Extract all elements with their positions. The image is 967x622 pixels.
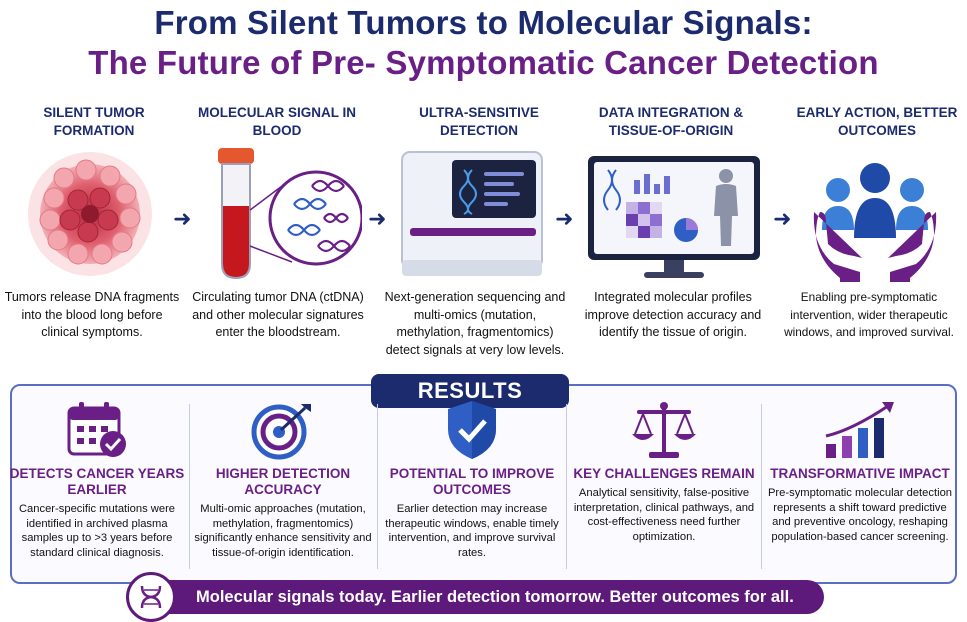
stage-5-heading: EARLY ACTION, BETTER OUTCOMES — [796, 105, 958, 138]
result-text: Pre-symptomatic molecular detection repr… — [767, 487, 953, 543]
people-hands-icon — [810, 160, 940, 289]
arrow-right-icon: ➜ — [773, 206, 792, 231]
scales-icon — [569, 398, 759, 462]
stage-4-text: Integrated molecular profiles improve de… — [584, 290, 762, 339]
title-line-2: The Future of Pre- Symptomatic Cancer De… — [88, 44, 879, 81]
tumor-cells-icon — [24, 148, 156, 285]
dna-icon — [126, 572, 176, 622]
sequencer-icon — [398, 148, 548, 287]
divider — [566, 404, 567, 569]
footer-banner: Molecular signals today. Earlier detecti… — [138, 580, 824, 614]
growth-chart-icon — [766, 398, 954, 462]
divider — [761, 404, 762, 569]
arrow-right-icon: ➜ — [555, 206, 574, 231]
result-card: DETECTS CANCER YEARS EARLIER Cancer-spec… — [8, 398, 186, 560]
stage-1-text: Tumors release DNA fragments into the bl… — [4, 290, 180, 339]
result-card: POTENTIAL TO IMPROVE OUTCOMES Earlier de… — [380, 398, 564, 560]
stage-2-text: Circulating tumor DNA (ctDNA) and other … — [192, 290, 364, 339]
divider — [377, 404, 378, 569]
result-card: TRANSFORMATIVE IMPACT Pre-symptomatic mo… — [766, 398, 954, 544]
stage-1-heading: SILENT TUMOR FORMATION — [43, 105, 145, 138]
blood-tube-dna-icon — [212, 146, 364, 287]
title-line-1: From Silent Tumors to Molecular Signals: — [154, 4, 813, 41]
arrow-right-icon: ➜ — [368, 206, 387, 231]
stage-2-heading: MOLECULAR SIGNAL IN BLOOD — [198, 105, 356, 138]
result-card: HIGHER DETECTION ACCURACY Multi-omic app… — [192, 398, 374, 560]
stage-3-heading: ULTRA-SENSITIVE DETECTION — [419, 105, 539, 138]
results-label: RESULTS — [371, 374, 569, 408]
result-heading: HIGHER DETECTION ACCURACY — [215, 466, 351, 497]
shield-check-icon — [380, 398, 564, 462]
stage-3-text: Next-generation sequencing and multi-omi… — [384, 290, 566, 357]
result-heading: DETECTS CANCER YEARS EARLIER — [9, 466, 185, 497]
stage-4-heading: DATA INTEGRATION & TISSUE-OF-ORIGIN — [598, 105, 744, 138]
result-heading: TRANSFORMATIVE IMPACT — [770, 466, 950, 481]
calendar-check-icon — [8, 398, 186, 462]
result-text: Analytical sensitivity, false-positive i… — [573, 487, 755, 543]
result-card: KEY CHALLENGES REMAIN Analytical sensiti… — [569, 398, 759, 544]
target-icon — [192, 398, 374, 462]
stage-5-text: Enabling pre-symptomatic intervention, w… — [784, 290, 954, 339]
result-text: Multi-omic approaches (mutation, methyla… — [194, 503, 372, 559]
result-text: Earlier detection may increase therapeut… — [385, 503, 559, 559]
result-heading: POTENTIAL TO IMPROVE OUTCOMES — [389, 466, 555, 497]
divider — [189, 404, 190, 569]
arrow-right-icon: ➜ — [173, 206, 192, 231]
monitor-analytics-icon — [586, 154, 762, 287]
result-heading: KEY CHALLENGES REMAIN — [573, 466, 755, 481]
result-text: Cancer-specific mutations were identifie… — [18, 503, 176, 559]
